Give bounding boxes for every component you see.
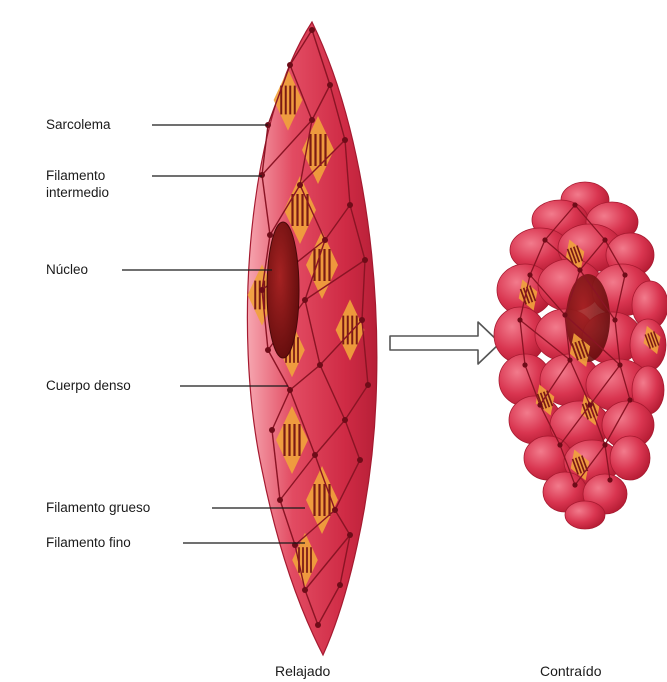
- contracted-dense-body: [557, 442, 562, 447]
- contracted-dense-body: [622, 272, 627, 277]
- caption-relaxed: Relajado: [275, 663, 330, 679]
- contracted-dense-body: [527, 272, 532, 277]
- contracted-dense-body: [612, 317, 617, 322]
- dense-body: [347, 532, 353, 538]
- contracted-dense-body: [587, 402, 592, 407]
- dense-body: [309, 117, 315, 123]
- relaxed-cell: [247, 22, 376, 655]
- dense-body: [347, 202, 353, 208]
- contracted-dense-body: [617, 362, 622, 367]
- label-filamento-grueso: Filamento grueso: [46, 499, 150, 516]
- dense-body: [332, 507, 338, 513]
- dense-body: [309, 27, 315, 33]
- dense-body: [267, 232, 273, 238]
- label-cuerpo-denso: Cuerpo denso: [46, 377, 131, 394]
- label-nucleo: Núcleo: [46, 261, 88, 278]
- contracted-dense-body: [607, 477, 612, 482]
- dense-body: [269, 427, 275, 433]
- contracted-dense-body: [517, 317, 522, 322]
- label-filamento-fino: Filamento fino: [46, 534, 131, 551]
- contracted-dense-body: [602, 237, 607, 242]
- dense-body: [302, 297, 308, 303]
- dense-body: [315, 622, 321, 628]
- dense-body: [365, 382, 371, 388]
- contracted-dense-body: [542, 237, 547, 242]
- dense-body: [287, 387, 293, 393]
- dense-body: [259, 287, 265, 293]
- dense-body: [362, 257, 368, 263]
- contracted-dense-body: [572, 202, 577, 207]
- dense-body: [312, 452, 318, 458]
- contracted-dense-body: [537, 402, 542, 407]
- dense-body: [359, 317, 365, 323]
- cell-lobe: [565, 501, 605, 529]
- dense-body: [342, 137, 348, 143]
- transition-arrow: [390, 322, 500, 364]
- dense-body: [342, 417, 348, 423]
- dense-body: [327, 82, 333, 88]
- contracted-dense-body: [602, 442, 607, 447]
- contracted-cell: [494, 182, 667, 529]
- dense-body: [265, 347, 271, 353]
- dense-body: [277, 497, 283, 503]
- relaxed-nucleus: [267, 222, 299, 358]
- dense-body: [297, 182, 303, 188]
- label-filamento-intermedio: Filamento intermedio: [46, 167, 156, 201]
- contracted-dense-body: [572, 482, 577, 487]
- contracted-dense-body: [522, 362, 527, 367]
- dense-body: [317, 362, 323, 368]
- dense-body: [322, 237, 328, 243]
- contracted-dense-body: [577, 267, 582, 272]
- contracted-dense-body: [567, 357, 572, 362]
- cell-lobe: [610, 436, 650, 480]
- caption-contracted: Contraído: [540, 663, 601, 679]
- dense-body: [337, 582, 343, 588]
- dense-body: [259, 172, 265, 178]
- dense-body: [302, 587, 308, 593]
- dense-body: [357, 457, 363, 463]
- contracted-dense-body: [627, 397, 632, 402]
- contracted-dense-body: [562, 312, 567, 317]
- dense-body: [287, 62, 293, 68]
- label-sarcolema: Sarcolema: [46, 116, 111, 133]
